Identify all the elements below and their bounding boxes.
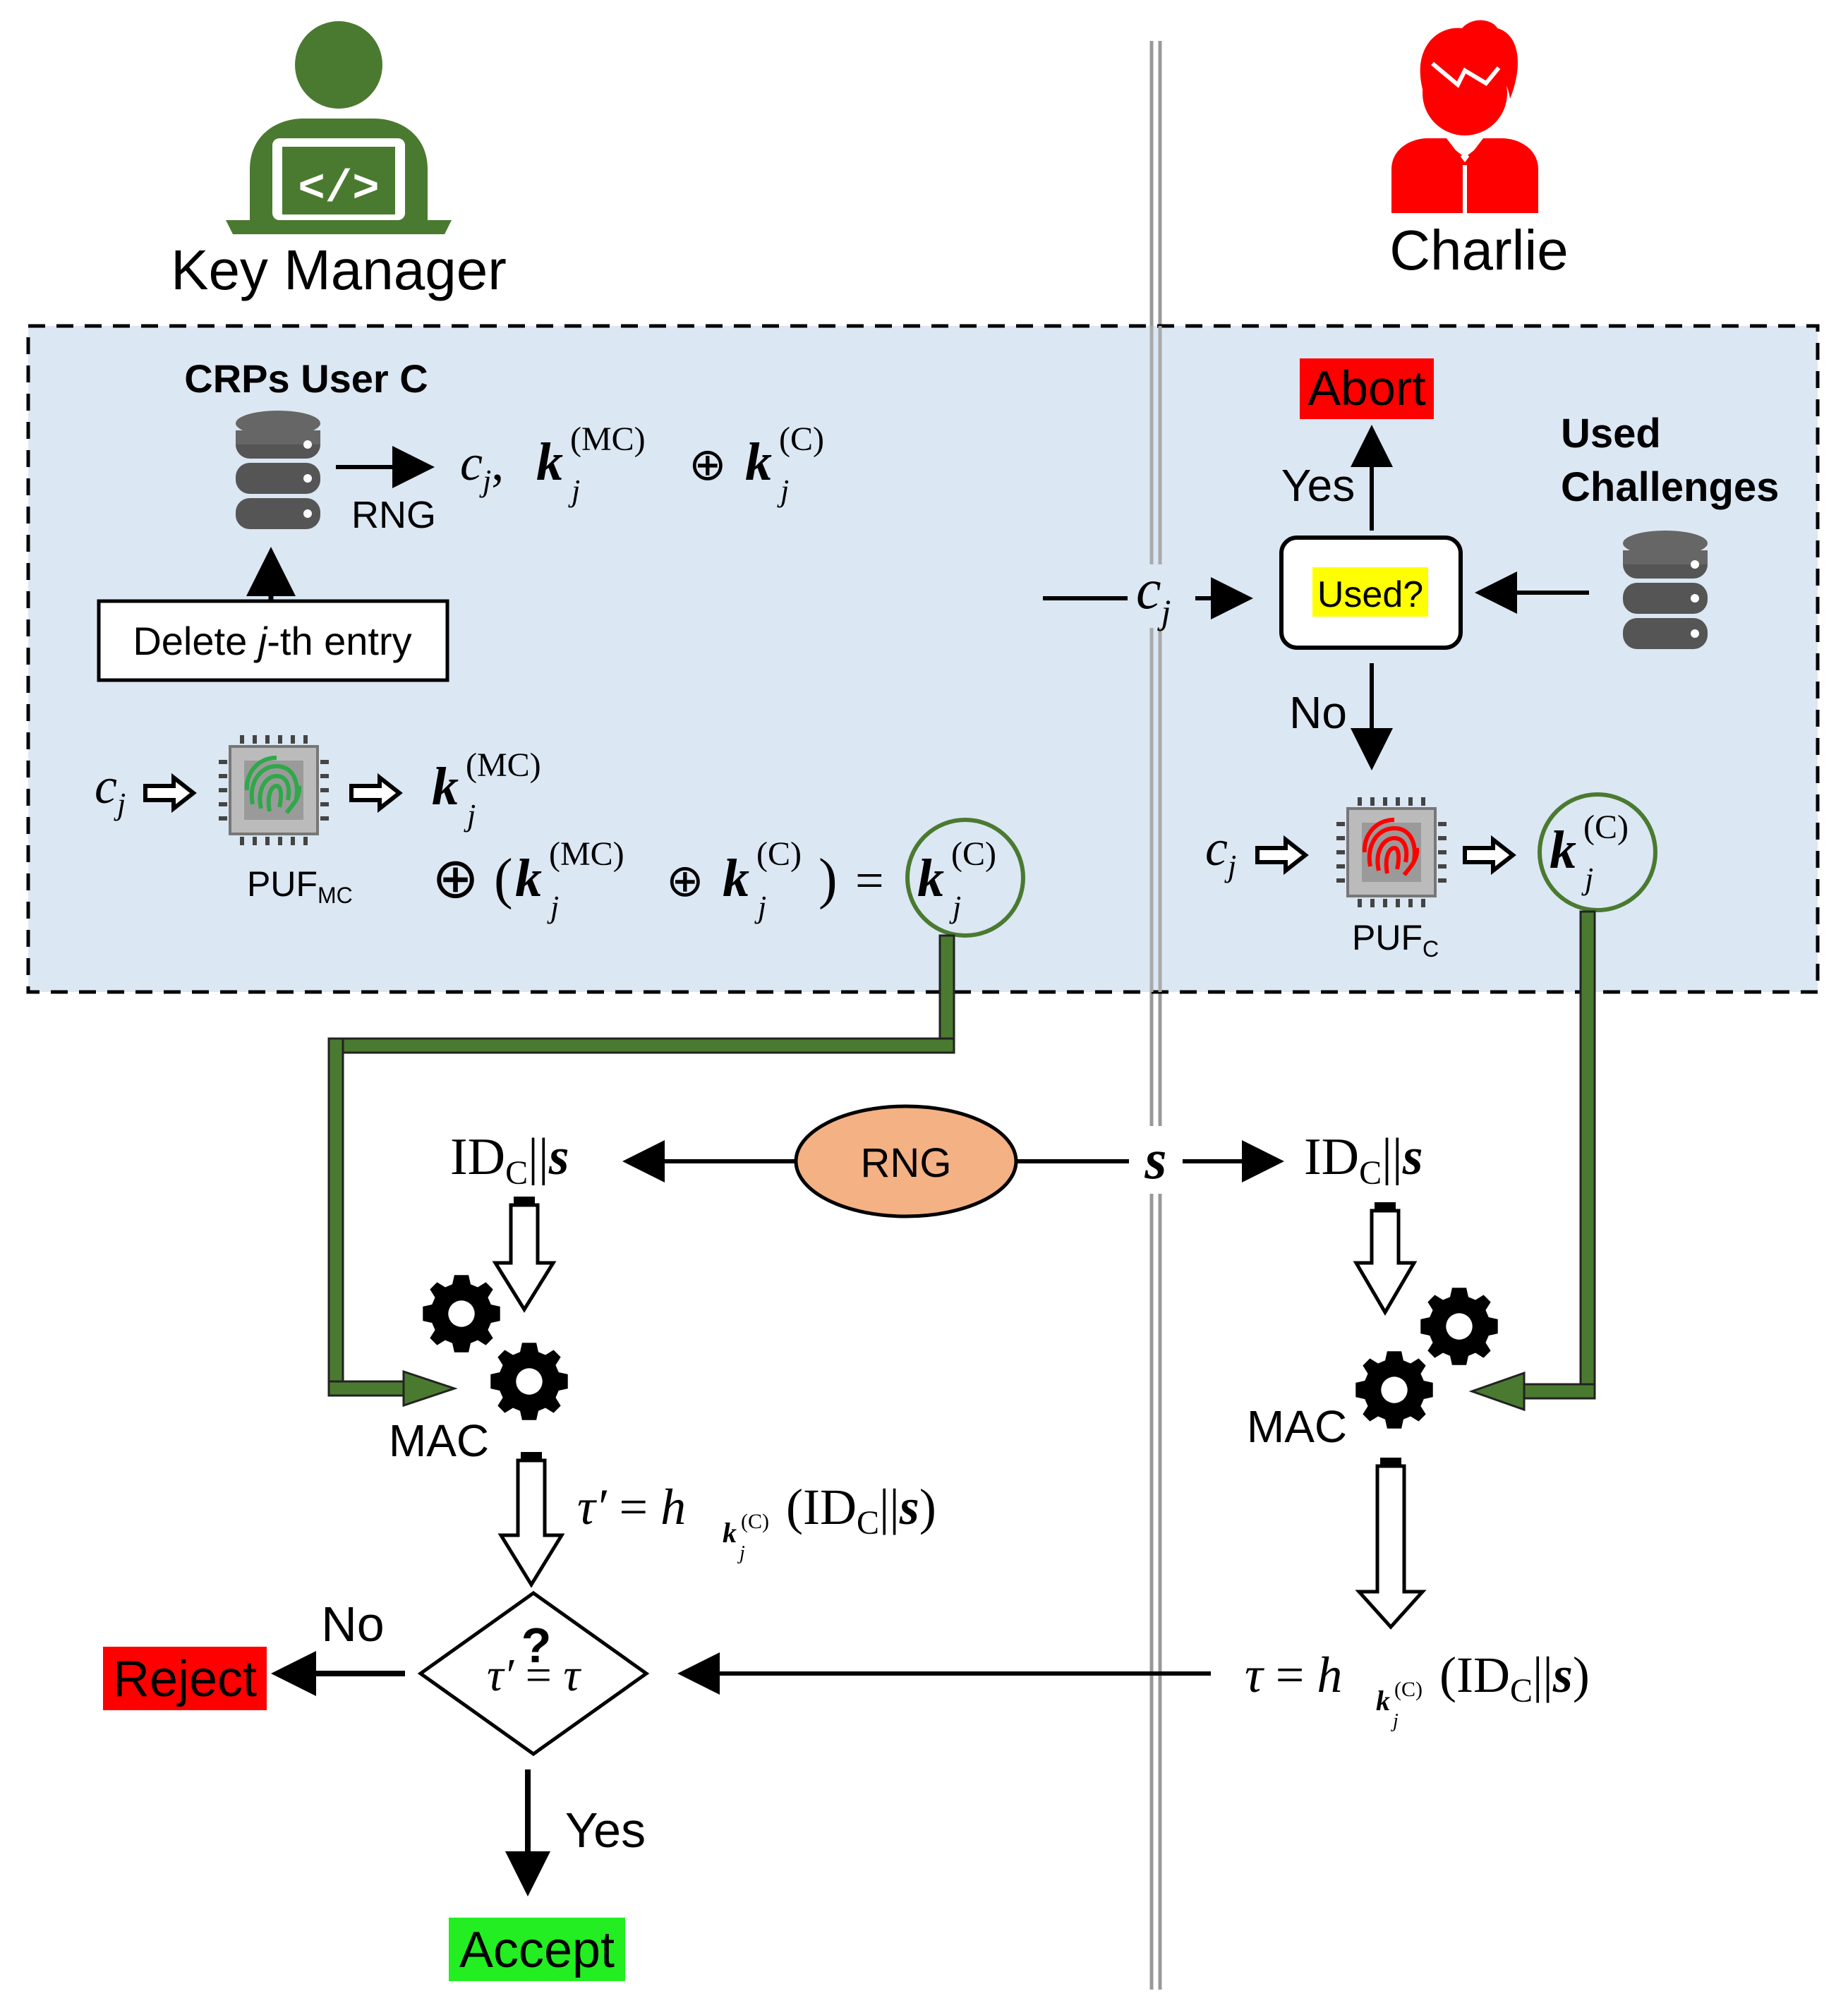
svg-text:(C): (C) [741,1510,769,1533]
svg-text:IDC||s: IDC||s [1304,1128,1423,1192]
used-challenges-title-line1: Used [1561,411,1661,456]
tau-expression: τ = h k (C) j (IDC||s) [1245,1647,1590,1732]
puf-mc-label: PUFMC [247,864,353,908]
svg-text:(MC): (MC) [570,420,646,458]
developer-user-icon: </> [226,21,452,234]
puf-c-key-output: k (C) j [1550,809,1629,896]
svg-text:(IDC||s): (IDC||s) [786,1479,936,1542]
hollow-down-arrow-km-1 [492,1197,557,1313]
key-pipe-key-manager [327,934,955,1408]
person-icon [1391,20,1538,213]
challenge-cj-transfer: cj [1136,559,1171,631]
svg-text:k: k [1376,1685,1390,1717]
svg-text:τ′ = h: τ′ = h [577,1479,686,1535]
recovered-key-highlight [905,818,1025,938]
id-s-charlie: IDC||s [1304,1128,1423,1192]
svg-text:j: j [949,890,961,924]
svg-text:k: k [515,849,542,908]
svg-text:(C): (C) [1394,1678,1423,1701]
crp-database-icon [236,411,320,529]
svg-text:(IDC||s): (IDC||s) [1439,1647,1590,1710]
svg-text:j: j [568,473,580,508]
key-pipe-charlie [1468,910,1596,1412]
svg-text:j: j [547,890,559,924]
used-check-label: Used? [1317,574,1423,615]
svg-text:k: k [1550,821,1576,880]
puf-mc-key-output: k (MC) j [432,746,541,833]
id-s-km: IDC||s [450,1128,569,1192]
reject-label: Reject [113,1651,257,1707]
key-recovery-expression: ⊕ ( k (MC) j ⊕ k (C) j ) = k (C) j [432,835,996,924]
mac-label-charlie: MAC [1247,1401,1347,1452]
svg-text:j: j [1391,1710,1399,1732]
svg-text:IDC||s: IDC||s [450,1128,569,1192]
comparison-diamond [417,1590,650,1757]
puf-mc-chip-icon [219,735,329,845]
svg-text:): ) [819,848,838,910]
svg-text:(C): (C) [1583,809,1629,846]
delete-entry-label: Delete j-th entry [133,619,411,663]
svg-text:⊕: ⊕ [432,848,479,910]
delete-entry-box [97,599,449,682]
hollow-down-arrow-charlie-1 [1353,1202,1418,1316]
rng-label: RNG [351,494,436,536]
rng-node-label: RNG [861,1140,952,1186]
svg-text:k: k [723,1517,737,1549]
puf-c-chip-icon [1336,797,1447,907]
svg-text:(MC): (MC) [549,835,624,873]
svg-text:(C): (C) [951,835,996,873]
svg-text:k: k [917,849,944,908]
charlie-key-highlight [1538,792,1657,912]
svg-text:j: j [754,890,766,924]
svg-text:j: j [737,1542,745,1564]
used-challenges-title-line2: Challenges [1561,464,1779,510]
svg-text:j: j [777,473,789,508]
svg-text:j: j [464,798,476,833]
svg-text:=: = [855,852,884,909]
no-label-used: No [1289,687,1347,738]
svg-text:(C): (C) [779,420,824,458]
svg-text:(: ( [494,848,513,910]
svg-text:k: k [745,432,772,492]
key-manager-label: Key Manager [171,238,507,301]
svg-text:(MC): (MC) [466,746,541,784]
svg-text:(C): (C) [756,835,802,873]
charlie-label: Charlie [1389,219,1568,282]
svg-text:τ = h: τ = h [1245,1647,1342,1703]
hollow-down-arrow-charlie-2 [1355,1458,1427,1630]
svg-text:cj,: cj, [460,435,504,498]
tau-comparison: τ′ = τ [487,1650,581,1701]
svg-text:k: k [723,849,749,908]
svg-text:k: k [432,757,459,816]
accept-badge [449,1918,625,1981]
svg-text:j: j [1581,861,1593,896]
tau-prime-expression: τ′ = h k (C) j (IDC||s) [577,1479,936,1564]
rng-node [794,1104,1018,1218]
svg-text:k: k [536,432,563,492]
mac-label-km: MAC [389,1415,489,1466]
reject-badge [103,1647,267,1710]
nonce-s-transfer: s [1144,1129,1166,1191]
abort-label: Abort [1308,361,1425,416]
no-label-compare: No [321,1597,384,1652]
abort-badge [1300,358,1434,419]
question-mark: ? [521,1618,552,1673]
svg-text:⊕: ⊕ [689,440,727,490]
svg-text:</>: </> [298,164,379,215]
mac-gear-icon-charlie [1355,1288,1498,1429]
crp-database-title: CRPs User C [184,356,428,401]
yes-label-compare: Yes [565,1803,646,1858]
crp-output-expression: cj, k (MC) j ⊕ k (C) j [460,420,824,508]
svg-text:⊕: ⊕ [666,856,704,906]
used-challenges-database-icon [1623,531,1708,649]
mac-gear-icon-km [423,1275,568,1420]
yes-label-abort: Yes [1281,460,1355,511]
puf-c-label: PUFC [1352,918,1439,962]
accept-label: Accept [459,1922,615,1978]
hollow-down-arrow-km-2 [497,1452,565,1588]
